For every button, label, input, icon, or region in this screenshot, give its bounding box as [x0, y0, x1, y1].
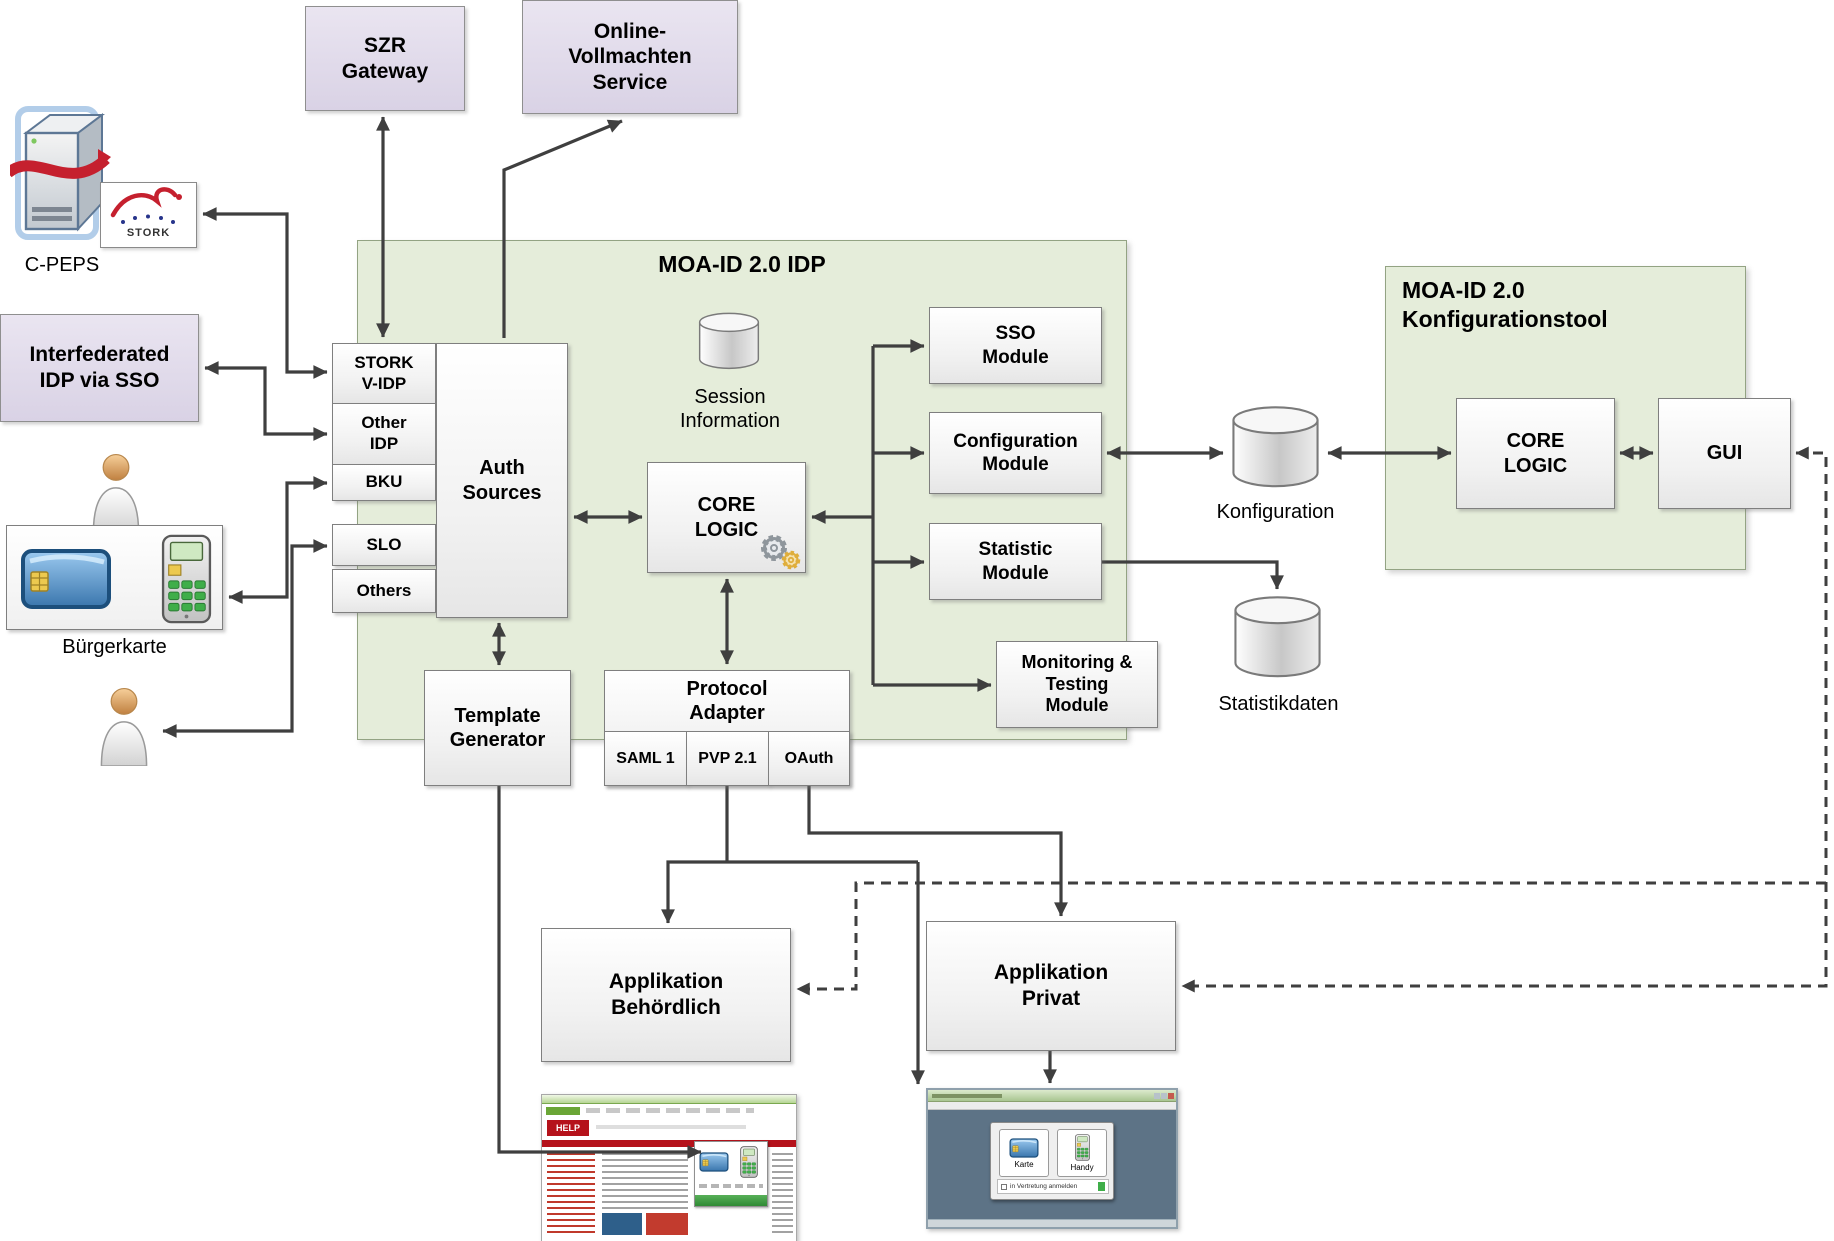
applikation-behoerdlich-box: Applikation Behördlich: [541, 928, 791, 1062]
oauth-box: OAuth: [768, 731, 850, 786]
statistikdaten-db-icon: [1230, 594, 1325, 680]
arrow-statistic-statistikdaten: [1102, 560, 1284, 590]
karte-button: Karte: [999, 1129, 1049, 1177]
teaser-image-red: [646, 1213, 688, 1235]
buergerkarte-label: Bürgerkarte: [62, 636, 167, 658]
stork-bird-icon: [110, 187, 182, 224]
handy-label: Handy: [1070, 1163, 1094, 1172]
online-vollmachten-box: Online- Vollmachten Service: [522, 0, 738, 114]
dashed-gui-behoerdlich: [796, 881, 1826, 996]
widget-text-lines: [699, 1184, 763, 1188]
masthead-line: [596, 1125, 746, 1129]
szr-gateway-box: SZR Gateway: [305, 6, 465, 111]
arrow-oauth-privat: [807, 786, 1068, 917]
window-title-bar: [928, 1090, 1176, 1102]
vertretung-label: in Vertretung anmelden: [1010, 1183, 1078, 1190]
stork-label: STORK: [126, 227, 171, 239]
citizen-person-icon: [88, 452, 144, 532]
arrow-buergerkarte-bku: [228, 476, 328, 604]
interfederated-idp-box: Interfederated IDP via SSO: [0, 314, 199, 422]
karte-label: Karte: [1014, 1159, 1034, 1169]
arrow-template-helpsite: [497, 786, 702, 1159]
smartcard-icon: [20, 548, 112, 610]
help-nav-bar: [542, 1140, 796, 1147]
help-portal-screenshot: HELP: [541, 1094, 797, 1241]
checkbox-mini: [1001, 1183, 1007, 1190]
vertretung-row: in Vertretung anmelden: [997, 1179, 1109, 1194]
cpeps-server-icon: [10, 106, 111, 240]
arrow-slo-person: [162, 539, 328, 738]
konfigtool-core-logic-box: CORE LOGIC: [1456, 398, 1615, 509]
konfiguration-db-icon: [1228, 404, 1323, 490]
arrow-cpeps-storkvidp: [202, 207, 328, 379]
dashed-gui-privat: [1181, 446, 1828, 993]
bku-selection-screenshot: Karte Handy in Vertretung anmelden: [926, 1088, 1178, 1229]
center-text-column: [602, 1153, 688, 1209]
stork-logo-box: STORK: [100, 182, 197, 248]
others-box: Others: [332, 569, 436, 613]
portal-logo-strip: [546, 1107, 580, 1115]
browser-chrome-bar: [542, 1095, 796, 1104]
other-idp-box: Other IDP: [332, 403, 436, 465]
handy-button: Handy: [1057, 1129, 1107, 1177]
sso-module-box: SSO Module: [929, 307, 1102, 384]
arrow-interfederated-otheridp: [204, 361, 328, 441]
stork-vidp-box: STORK V-IDP: [332, 343, 436, 404]
mobile-phone-icon: [158, 534, 215, 624]
teaser-image-blue: [602, 1213, 642, 1235]
browser-address-bar: [928, 1102, 1176, 1110]
konfiguration-label: Konfiguration: [1216, 501, 1335, 523]
gui-box: GUI: [1658, 398, 1791, 509]
window-title-line: [932, 1094, 1002, 1098]
auth-sources-box: Auth Sources: [436, 343, 568, 618]
monitoring-module-box: Monitoring & Testing Module: [996, 641, 1158, 728]
protocol-adapter-label: Protocol Adapter: [686, 678, 768, 724]
cpeps-label: C-PEPS: [24, 254, 100, 276]
status-bar: [928, 1219, 1176, 1227]
konfigtool-title: MOA-ID 2.0 Konfigurationstool: [1402, 277, 1608, 332]
session-db-icon: [697, 310, 761, 372]
saml1-box: SAML 1: [604, 731, 687, 786]
minimize-icon: [1154, 1093, 1160, 1099]
bku-box: BKU: [332, 464, 436, 501]
statistic-module-box: Statistic Module: [929, 523, 1102, 600]
left-links-column: [547, 1153, 595, 1237]
help-logo: HELP: [547, 1120, 589, 1136]
template-generator-box: Template Generator: [424, 670, 571, 786]
bku-selection-dialog: Karte Handy in Vertretung anmelden: [990, 1122, 1114, 1200]
maximize-icon: [1161, 1093, 1167, 1099]
right-text-column: [772, 1153, 793, 1237]
widget-login-bar: [695, 1195, 767, 1206]
close-icon: [1168, 1093, 1174, 1099]
vertretung-badge-icon: [1098, 1182, 1105, 1191]
bku-widget-mini: [694, 1141, 768, 1207]
arrow-protocols-behoerdlich: [661, 860, 918, 924]
idp-title: MOA-ID 2.0 IDP: [658, 251, 826, 277]
gears-icon: [761, 535, 801, 570]
arrow-vollmachten-auth: [502, 119, 623, 338]
chrome-tabs: [586, 1108, 754, 1113]
pvp21-box: PVP 2.1: [686, 731, 769, 786]
slo-box: SLO: [332, 524, 436, 566]
user-person-icon: [96, 686, 152, 766]
session-information-label: Session Information: [679, 386, 781, 432]
applikation-privat-box: Applikation Privat: [926, 921, 1176, 1051]
core-logic-label: CORE LOGIC: [694, 494, 759, 541]
configuration-module-box: Configuration Module: [929, 412, 1102, 494]
statistikdaten-label: Statistikdaten: [1218, 693, 1339, 715]
